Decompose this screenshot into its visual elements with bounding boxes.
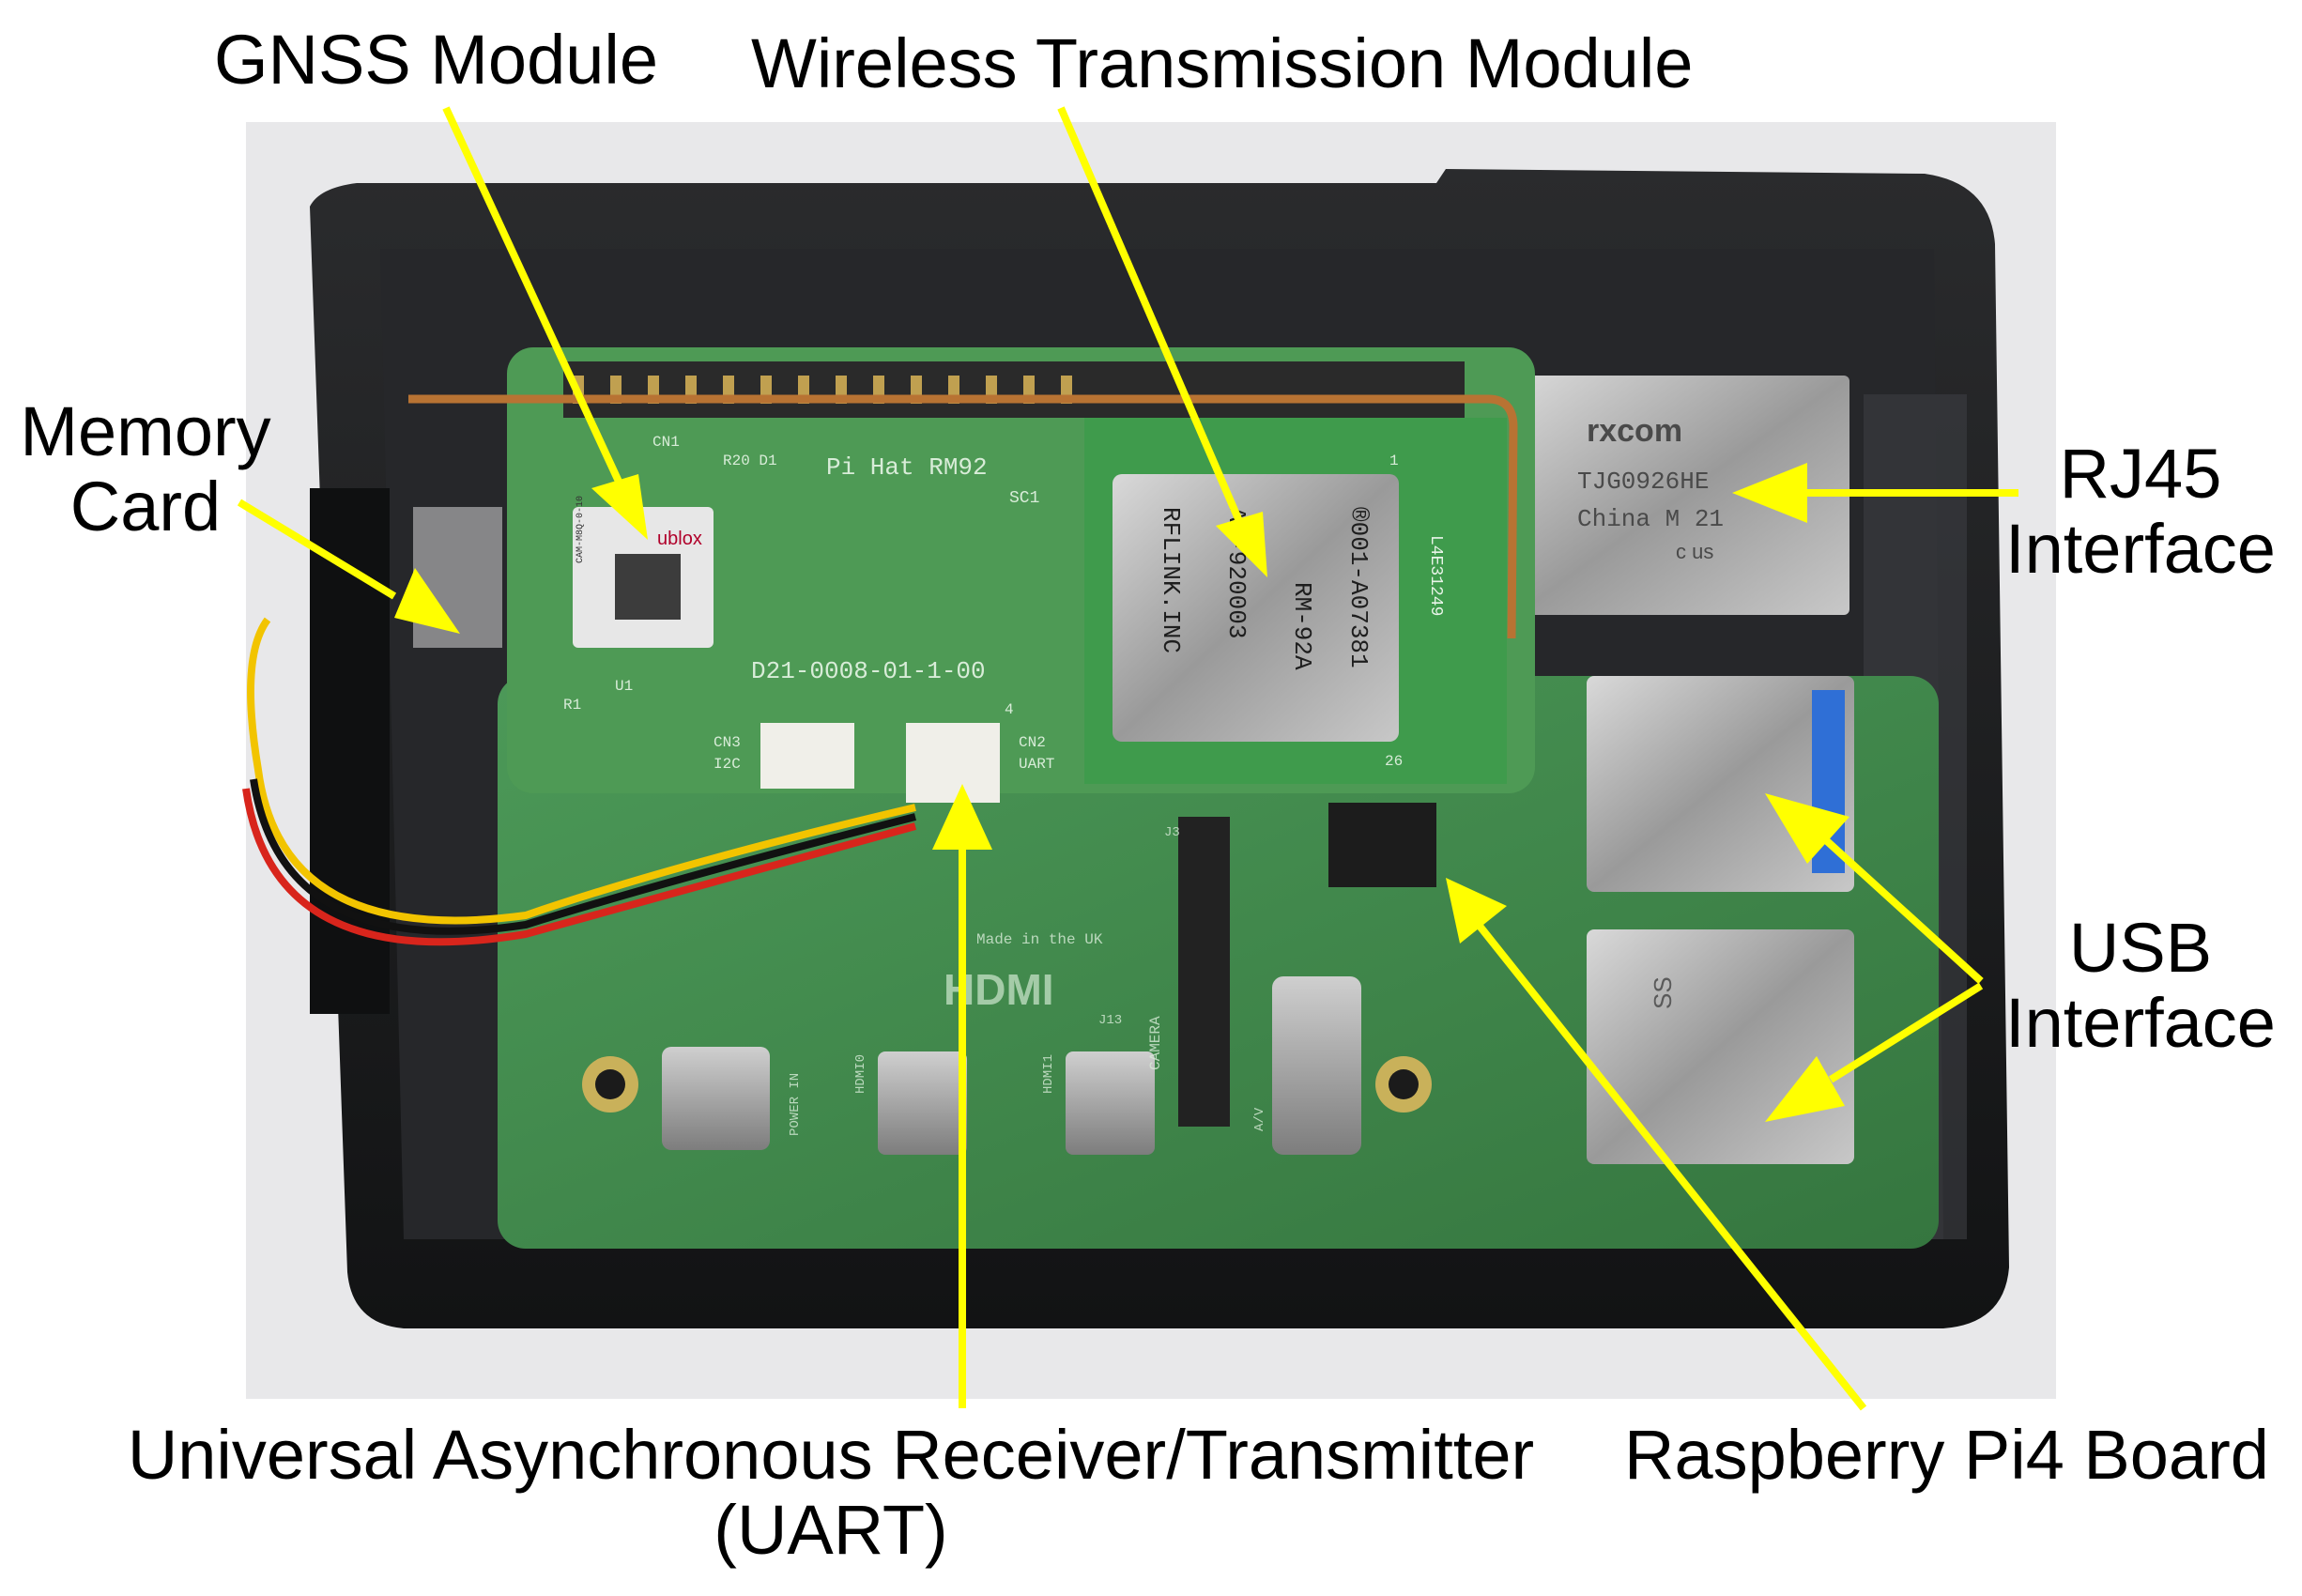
board-j3-print: J3: [1164, 825, 1180, 840]
rj45-origin-print: China M 21: [1577, 505, 1724, 533]
rf-line1-print: ®001-A07381: [1344, 507, 1373, 668]
board-av-print: A/V: [1252, 1107, 1267, 1131]
rf-line4-print: RFLINK.INC: [1157, 507, 1185, 653]
label-memory-card: Memory Card: [14, 394, 277, 545]
label-memory-card-line2: Card: [69, 467, 222, 545]
usb-ss-print: SS: [1649, 976, 1677, 1009]
hat-cn1-print: CN1: [652, 434, 680, 451]
hat-r20-print: R20 D1: [723, 453, 777, 469]
hat-cn3-print: CN3: [714, 734, 741, 751]
rj45-model-print: TJG0926HE: [1577, 468, 1709, 496]
hat-u1-print: U1: [615, 678, 633, 695]
rf-serial-print: L4E31249: [1426, 535, 1445, 616]
label-uart-line1: Universal Asynchronous Receiver/Transmit…: [127, 1416, 1535, 1494]
label-usb-line1: USB: [2068, 909, 2213, 987]
gnss-chip-brand-print: ublox: [657, 529, 702, 549]
board-j13-print: J13: [1098, 1013, 1122, 1028]
memory-card: [413, 507, 502, 648]
label-wireless-transmission-module: Wireless Transmission Module: [751, 24, 1694, 102]
uart-cable: [247, 617, 916, 925]
hat-uart-print: UART: [1019, 756, 1054, 773]
label-rj45-interface: RJ45 Interface: [1990, 437, 2291, 587]
hat-sc1-print: SC1: [1009, 489, 1039, 508]
hat-name-print: Pi Hat RM92: [826, 453, 988, 482]
label-raspberry-pi4-board: Raspberry Pi4 Board: [1624, 1416, 2269, 1494]
hat-i2c-print: I2C: [714, 756, 741, 773]
label-usb-interface: USB Interface: [1990, 911, 2291, 1061]
hat-pin1-print: 1: [1389, 453, 1399, 469]
rj45-port: rxcom TJG0926HE China M 21 c us: [1516, 376, 1849, 615]
board-camera-print: CAMERA: [1147, 1016, 1164, 1070]
label-rj45-line2: Interface: [2005, 509, 2276, 588]
hat-pcb-code-print: D21-0008-01-1-00: [751, 657, 986, 685]
hat-pin4-print: 4: [1005, 701, 1014, 718]
board-hdmi1-print: HDMI1: [1041, 1054, 1056, 1094]
rf-line2-print: RM-92A: [1288, 582, 1316, 670]
rj45-cert-print: c us: [1676, 540, 1713, 563]
hat-pin26-print: 26: [1385, 753, 1403, 770]
hat-cn2-print: CN2: [1019, 734, 1046, 751]
label-usb-line2: Interface: [2005, 983, 2276, 1062]
pi-hat-board: ublox CAM-M8Q-0-10 ®001-A07381 RM-92A AA…: [408, 347, 1535, 803]
board-power-print: POWER IN: [788, 1073, 803, 1136]
board-hdmi0-print: HDMI0: [853, 1054, 868, 1094]
rj45-brand-print: rxcom: [1587, 413, 1682, 449]
hat-r1-print: R1: [563, 697, 581, 714]
gnss-chip-code-print: CAM-M8Q-0-10: [576, 496, 586, 563]
label-uart-line2: (UART): [714, 1490, 948, 1569]
annotation-arrows: [237, 106, 2018, 1411]
label-uart: Universal Asynchronous Receiver/Transmit…: [89, 1418, 1573, 1568]
label-memory-card-line1: Memory: [20, 392, 271, 470]
label-gnss-module: GNSS Module: [214, 21, 658, 99]
board-made-in-print: Made in the UK: [976, 931, 1103, 948]
label-rj45-line1: RJ45: [2059, 435, 2222, 513]
